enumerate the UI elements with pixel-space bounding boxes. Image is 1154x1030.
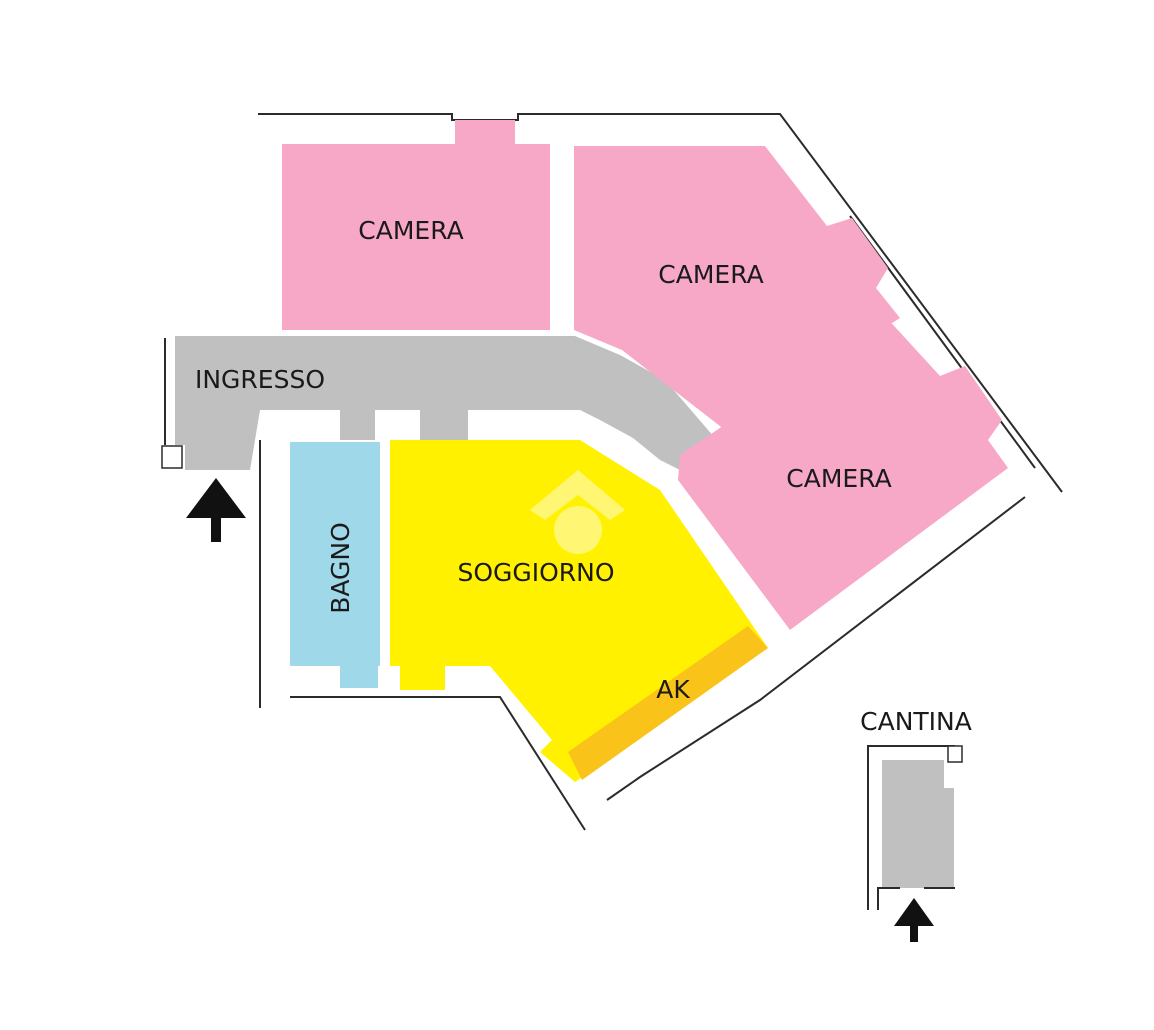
cantina-plan [867, 745, 963, 910]
bagno-label: BAGNO [326, 522, 355, 614]
bagno-room [290, 442, 380, 666]
entrance-arrow-icon [186, 478, 246, 542]
ingresso-small-box [161, 445, 183, 469]
ingresso-label: INGRESSO [195, 365, 325, 394]
camera-label-3: CAMERA [786, 464, 891, 493]
ak-area [568, 626, 768, 780]
camera-label-2: CAMERA [658, 260, 763, 289]
cantina-label: CANTINA [860, 707, 972, 736]
ak-label: AK [656, 675, 690, 704]
cantina-entrance-arrow-icon [894, 898, 934, 942]
watermark-logo-icon [530, 470, 625, 554]
camera-label-1: CAMERA [358, 216, 463, 245]
soggiorno-label: SOGGIORNO [457, 558, 614, 587]
ingresso-room [175, 336, 715, 470]
outer-walls [164, 113, 1063, 831]
bagno-niche [340, 666, 378, 688]
camera-room-3 [678, 316, 1008, 630]
camera-room-2 [574, 146, 900, 430]
camera-room-1 [282, 120, 550, 330]
